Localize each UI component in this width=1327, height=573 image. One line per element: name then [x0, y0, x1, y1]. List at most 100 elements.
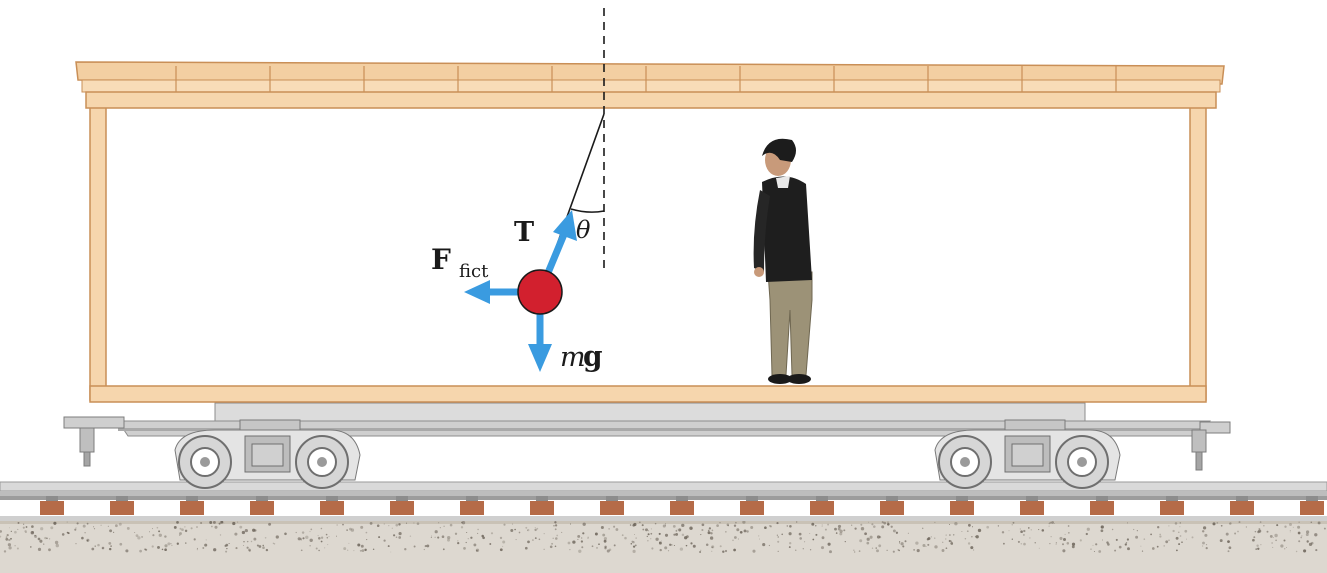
gravel-speck [525, 526, 528, 529]
gravel-speck [357, 543, 361, 547]
gravel-speck [1301, 535, 1303, 537]
undercarriage [63, 402, 1231, 489]
gravel-speck [25, 531, 27, 533]
gravel-speck [581, 546, 584, 549]
tie-plate [1236, 496, 1248, 501]
gravel-speck [1020, 530, 1023, 534]
gravel-speck [873, 525, 876, 528]
gravel-speck [502, 540, 506, 544]
gravel-speck [1178, 531, 1180, 534]
gravel-speck [476, 549, 478, 552]
gravel-speck [213, 548, 217, 552]
gravel-speck [1063, 538, 1066, 541]
gravel-speck [1049, 542, 1051, 545]
gravel-speck [764, 526, 767, 530]
gravel-speck [220, 520, 224, 524]
gravel-speck [577, 538, 579, 540]
gravel-speck [1292, 526, 1294, 528]
gravel-speck [859, 539, 863, 543]
gravel-speck [22, 526, 25, 529]
gravel-speck [141, 535, 144, 538]
gravel-speck [1295, 550, 1298, 553]
gravel-speck [490, 532, 494, 535]
gravel-speck [100, 524, 102, 526]
gravel-speck [837, 527, 841, 531]
gravel-speck [621, 534, 624, 537]
gravel-speck [1274, 533, 1278, 538]
gravel-speck [762, 543, 766, 547]
gravel-speck [615, 528, 619, 531]
gravel-speck [46, 537, 48, 540]
gravel-speck [587, 538, 589, 539]
gravel-speck [262, 544, 264, 547]
gravel-speck [152, 534, 155, 537]
gravel-speck [974, 535, 977, 538]
gravel-speck [328, 536, 330, 537]
gravel-speck [1271, 542, 1273, 544]
gravel-speck [309, 530, 311, 533]
railroad-tie [1300, 501, 1324, 515]
gravel-speck [1275, 539, 1277, 542]
gravel-speck [892, 550, 895, 553]
gravel-speck [262, 546, 265, 550]
gravel-speck [94, 545, 96, 547]
gravel-speck [789, 542, 792, 545]
gravel-speck [272, 542, 275, 544]
railroad-tie [180, 501, 204, 515]
gravel-speck [118, 522, 122, 526]
gravel-speck [1017, 540, 1020, 543]
gravel-speck [1185, 538, 1188, 540]
gravel-speck [49, 538, 51, 540]
gravel-speck [43, 543, 45, 545]
gravel-speck [315, 547, 318, 550]
gravel-speck [904, 540, 907, 543]
gravel-speck [553, 524, 555, 527]
gravel-speck [219, 534, 222, 536]
gravel-speck [190, 527, 193, 530]
gravel-speck [902, 545, 905, 548]
gravel-speck [641, 524, 644, 527]
gravel-speck [594, 532, 598, 536]
gravel-speck [447, 535, 451, 540]
gravel-speck [1298, 540, 1301, 543]
gravel-speck [786, 525, 789, 527]
gravel-speck [572, 540, 576, 544]
gravel-speck [273, 542, 276, 545]
gravel-speck [336, 524, 338, 526]
gravel-speck [232, 521, 236, 526]
gravel-speck [1114, 549, 1117, 552]
gravel-speck [650, 528, 652, 530]
gravel-speck [650, 532, 653, 535]
gravel-speck [202, 547, 205, 549]
gravel-speck [1008, 530, 1010, 532]
gravel-speck [17, 521, 20, 524]
railroad-tie [950, 501, 974, 515]
gravel-speck [395, 523, 399, 527]
tie-plate [1026, 496, 1038, 501]
tie-plate [956, 496, 968, 501]
gravel-speck [1068, 532, 1070, 534]
gravel-speck [1168, 525, 1170, 527]
gravel-speck [795, 549, 797, 551]
pendulum: T θ F fict m g [431, 8, 605, 373]
weight-label-m: m [560, 342, 586, 373]
gravel-speck [1100, 525, 1104, 529]
angle-arc [570, 208, 605, 213]
gravel-speck [646, 535, 648, 538]
gravel-speck [997, 525, 1000, 527]
gravel-speck [629, 524, 632, 526]
gravel-speck [1272, 546, 1274, 548]
gravel-speck [895, 531, 899, 534]
gravel-speck [578, 549, 582, 553]
gravel-speck [250, 540, 253, 543]
gravel-speck [1175, 536, 1179, 540]
gravel-speck [699, 551, 702, 553]
gravel-speck [93, 526, 95, 528]
gravel-speck [527, 528, 530, 532]
gravel-speck [489, 543, 492, 545]
gravel-speck [1048, 525, 1050, 527]
gravel-speck [758, 535, 760, 537]
gravel-speck [1184, 529, 1188, 533]
gravel-speck [878, 544, 882, 548]
gravel-speck [164, 535, 167, 538]
